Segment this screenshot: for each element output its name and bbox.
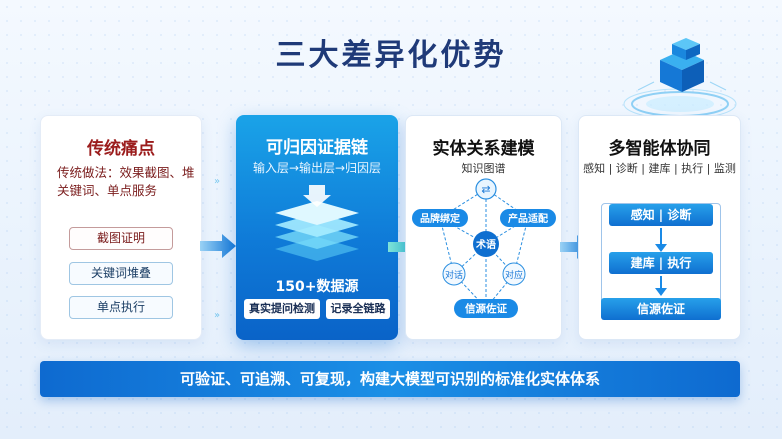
page-title: 三大差异化优势 [275, 38, 507, 73]
node-dialog: 对话 [445, 269, 463, 281]
data-source-count: 150+数据源 [275, 279, 359, 295]
node-response: 对应 [505, 269, 523, 281]
pain-points-description: 传统做法：效果截图、堆关键词、单点服务 [57, 165, 195, 198]
knowledge-graph: ⇄ 品牌绑定 产品适配 术语 对话 对应 信源佐证 [412, 178, 556, 318]
tag-real-query: 真实提问检测 [244, 299, 320, 319]
pain-item-single: 单点执行 [69, 296, 173, 319]
entity-modeling-title: 实体关系建模 [432, 139, 535, 159]
multi-agent-subtitle: 感知 | 诊断 | 建库 | 执行 | 监测 [583, 162, 736, 175]
node-source: 信源佐证 [465, 302, 507, 315]
evidence-chain-card: 可归因证据链 输入层→输出层→归因层 150+数据源 真实提问检测 记录全链路 [236, 115, 398, 340]
pain-points-card: 传统痛点 传统做法：效果截图、堆关键词、单点服务 截图证明 关键词堆叠 单点执行 [40, 115, 202, 340]
node-product: 产品适配 [508, 212, 548, 225]
node-brand: 品牌绑定 [420, 212, 460, 225]
chevron-right-icon: » [214, 310, 221, 321]
step-source-evidence: 信源佐证 [601, 298, 721, 320]
evidence-chain-title: 可归因证据链 [266, 138, 368, 158]
entity-modeling-subtitle: 知识图谱 [461, 162, 506, 175]
layer-stack-icon [275, 185, 359, 261]
entity-modeling-card: 实体关系建模 知识图谱 ⇄ 品牌绑定 产品适配 术语 对话 对应 信源佐证 [405, 115, 562, 340]
svg-text:⇄: ⇄ [481, 183, 490, 196]
arrow-right-icon [200, 234, 236, 258]
share-icon [475, 178, 497, 200]
arrow-down-icon [655, 228, 667, 252]
node-term: 术语 [475, 238, 496, 251]
step-build-execute: 建库 | 执行 [609, 252, 713, 274]
server-stack-icon [623, 38, 737, 120]
chevron-right-icon: » [214, 176, 221, 187]
summary-banner: 可验证、可追溯、可复现，构建大模型可识别的标准化实体体系 [40, 361, 740, 397]
pain-item-screenshot: 截图证明 [69, 227, 173, 250]
step-perceive-diagnose: 感知 | 诊断 [609, 204, 713, 226]
multi-agent-title: 多智能体协同 [608, 139, 711, 159]
arrow-down-icon [655, 276, 667, 296]
pain-item-keywords: 关键词堆叠 [69, 262, 173, 285]
pain-points-title: 传统痛点 [87, 139, 155, 159]
multi-agent-card: 多智能体协同 感知 | 诊断 | 建库 | 执行 | 监测 感知 | 诊断 建库… [578, 115, 741, 340]
tag-full-trace: 记录全链路 [326, 299, 390, 319]
evidence-chain-subtitle: 输入层→输出层→归因层 [252, 161, 382, 175]
